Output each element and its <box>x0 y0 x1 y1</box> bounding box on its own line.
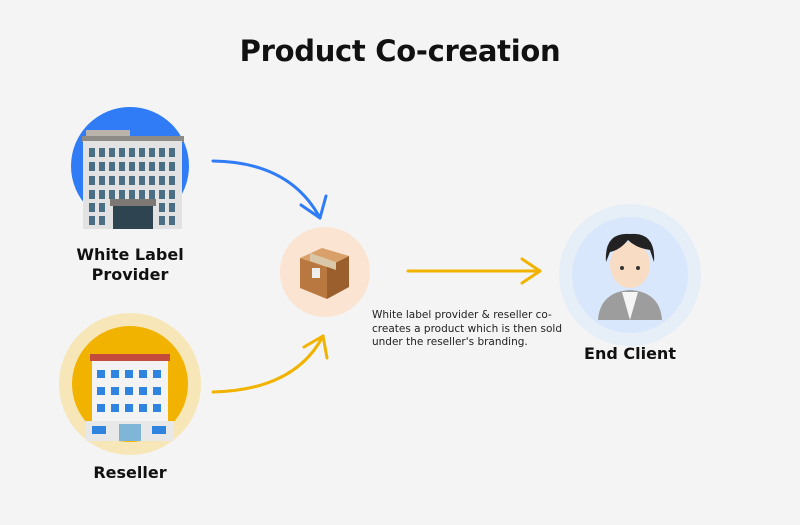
person-icon <box>598 233 662 320</box>
provider-label-line1: White Label <box>76 245 184 264</box>
client-node <box>559 204 701 346</box>
package-box-icon <box>300 248 349 299</box>
provider-label-line2: Provider <box>91 265 169 284</box>
hospital-building-icon <box>86 354 174 441</box>
office-building-icon <box>82 130 184 229</box>
product-node <box>280 227 370 317</box>
arrow-product-to-client <box>406 257 542 285</box>
description-text: White label provider & reseller co-creat… <box>372 309 562 348</box>
reseller-node <box>59 313 201 455</box>
arrow-reseller-to-product <box>211 334 329 394</box>
client-label: End Client <box>584 344 676 363</box>
provider-label: White Label Provider <box>50 245 210 285</box>
arrow-provider-to-product <box>211 159 328 220</box>
provider-node <box>71 107 189 229</box>
reseller-label: Reseller <box>93 463 167 482</box>
page-title: Product Co-creation <box>239 34 561 68</box>
